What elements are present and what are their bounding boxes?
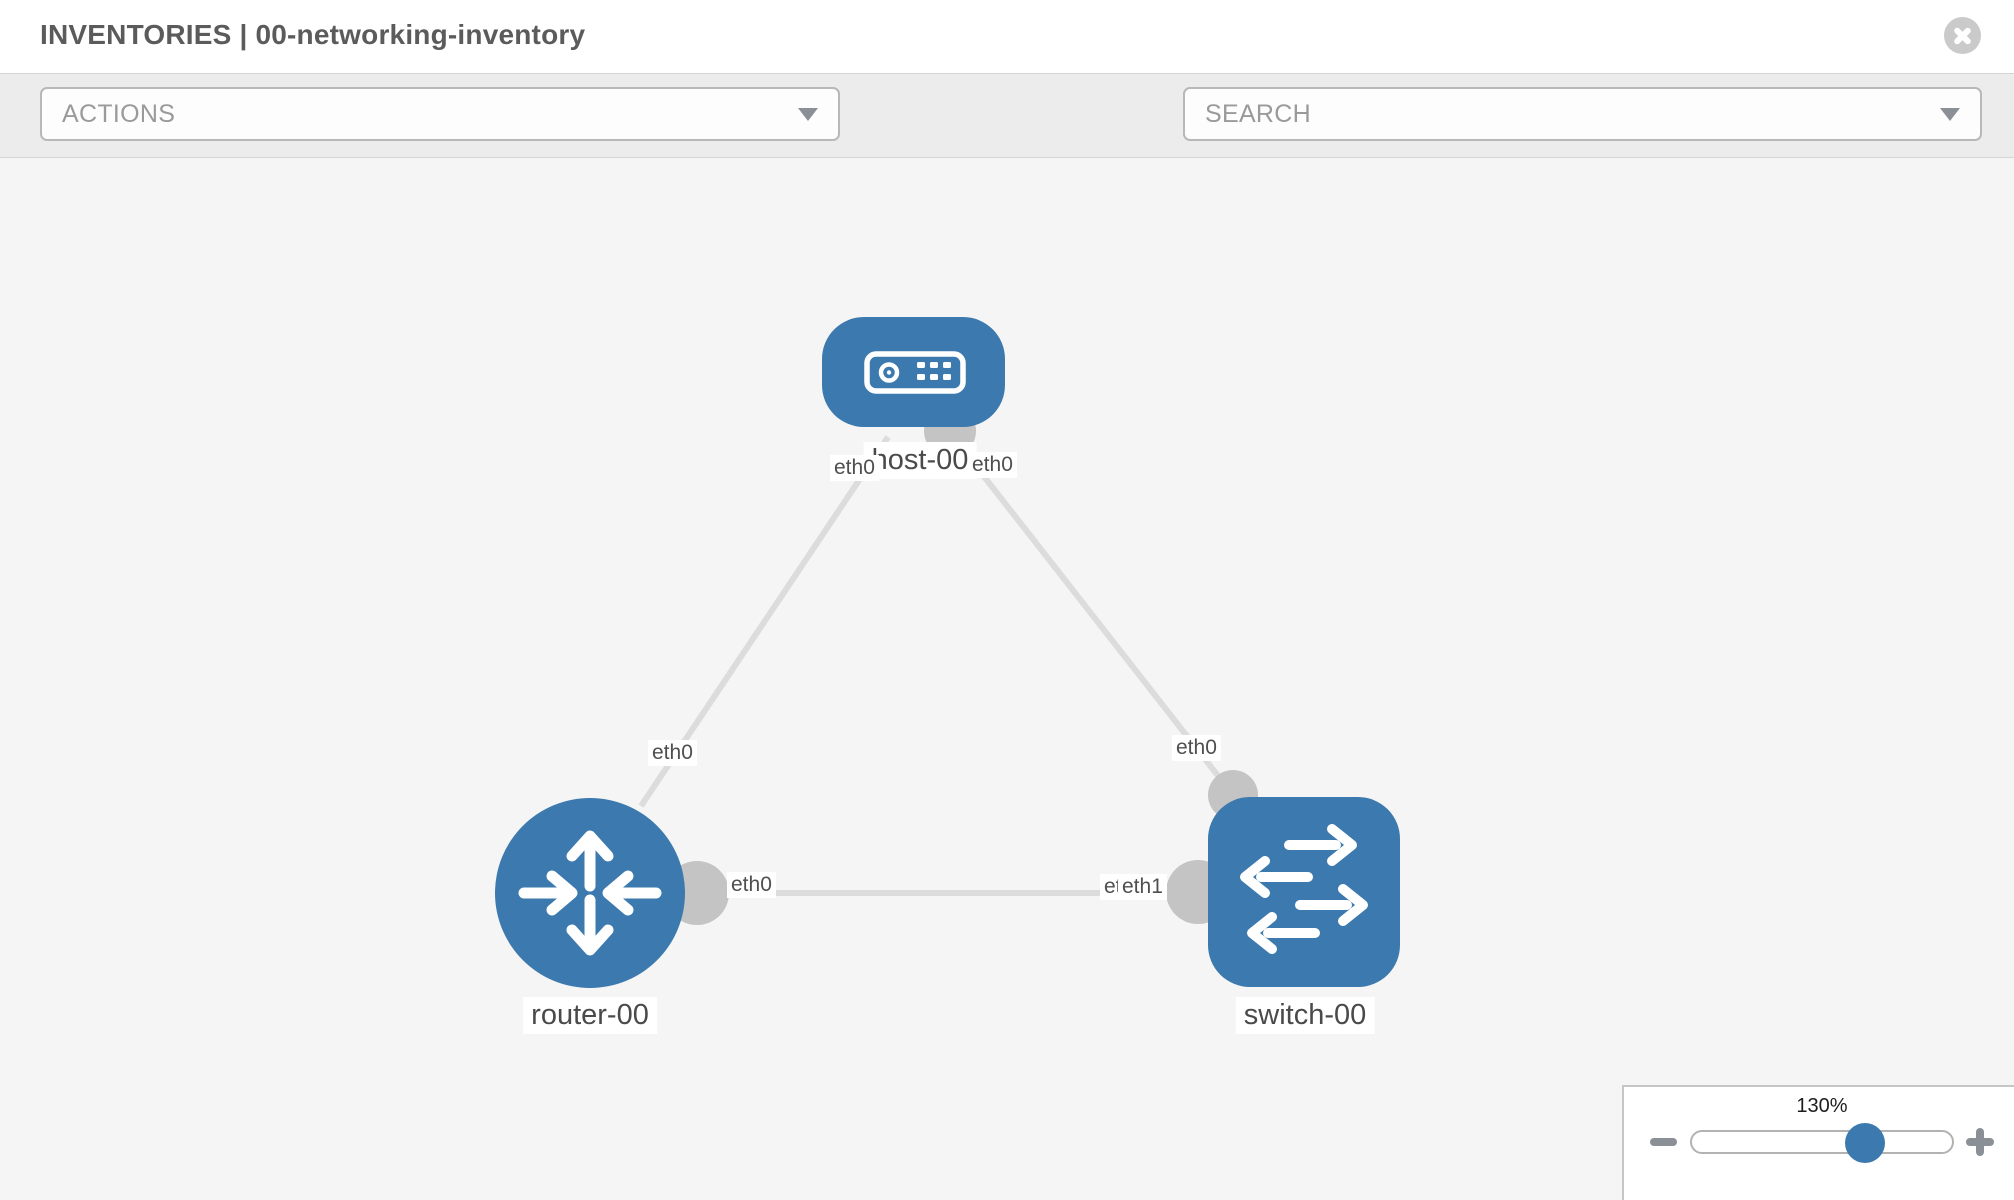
node-host-00[interactable] (822, 317, 1005, 427)
node-label-switch: switch-00 (1235, 997, 1375, 1034)
node-switch-00[interactable] (1208, 797, 1400, 987)
search-dropdown[interactable]: SEARCH (1183, 87, 1982, 141)
zoom-panel: 130% (1622, 1085, 2014, 1200)
chevron-down-icon (1940, 107, 1960, 121)
close-icon[interactable] (1944, 17, 1981, 54)
chevron-down-icon (798, 107, 818, 121)
if-label-router-link-eth0: eth0 (648, 740, 697, 766)
page-title: INVENTORIES | 00-networking-inventory (40, 19, 586, 50)
node-router-00[interactable] (495, 798, 685, 988)
if-label-router-eth0: eth0 (727, 872, 776, 898)
actions-dropdown-label: ACTIONS (62, 99, 176, 128)
header: INVENTORIES | 00-networking-inventory (0, 0, 2014, 74)
search-dropdown-label: SEARCH (1205, 99, 1311, 128)
topology-canvas[interactable] (0, 158, 2014, 1200)
zoom-slider-handle[interactable] (1845, 1123, 1885, 1163)
if-label-host-eth0-left: eth0 (830, 455, 879, 481)
if-label-switch-eth1: eth1 (1118, 874, 1167, 900)
link-host-switch (947, 431, 1236, 797)
zoom-slider-track[interactable] (1690, 1130, 1954, 1154)
router-icon (518, 830, 662, 956)
if-label-host-eth0-right: eth0 (968, 452, 1017, 478)
actions-dropdown[interactable]: ACTIONS (40, 87, 840, 141)
minus-icon[interactable] (1650, 1138, 1677, 1146)
if-label-switch-link-eth0: eth0 (1172, 735, 1221, 761)
zoom-level: 130% (1796, 1095, 1848, 1117)
switch-icon (1240, 824, 1368, 954)
node-label-host: host-00 (863, 442, 977, 479)
plus-icon[interactable] (1966, 1128, 1994, 1156)
node-label-router: router-00 (523, 997, 657, 1034)
host-icon (864, 351, 966, 394)
